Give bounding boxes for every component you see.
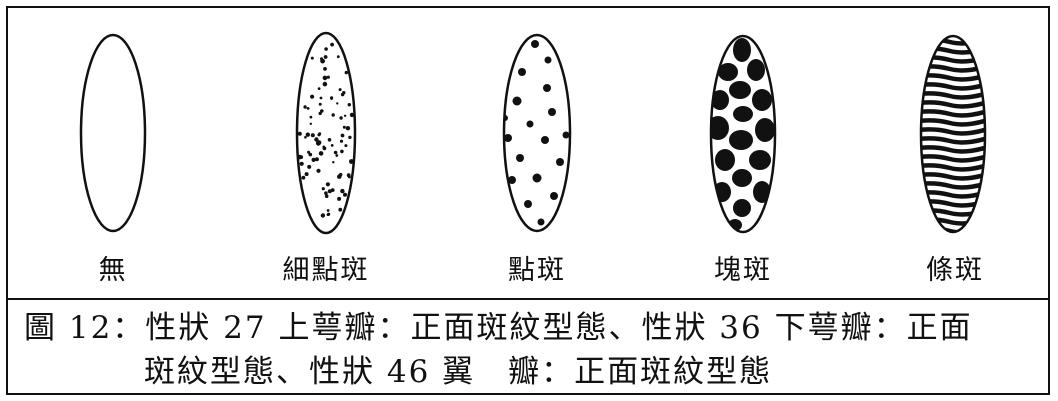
figure-frame — [6, 6, 1050, 395]
caption-divider — [6, 298, 1050, 300]
petal-dots — [502, 33, 572, 233]
petal-stripes — [919, 34, 987, 234]
label-stripes: 條斑 — [926, 255, 984, 286]
label-blotches: 塊斑 — [714, 255, 772, 286]
label-none: 無 — [98, 255, 128, 286]
petal-blotches — [709, 34, 777, 234]
petal-none-outline — [79, 33, 147, 233]
label-fine-dots: 細點斑 — [282, 255, 370, 286]
figure-caption-line-1: 圖 12：性狀 27 上萼瓣：正面斑紋型態、性狀 36 下萼瓣：正面 — [24, 310, 973, 346]
figure-caption-line-2: 斑紋型態、性狀 46 翼 瓣：正面斑紋型態 — [144, 354, 773, 390]
label-dots: 點斑 — [508, 255, 566, 286]
petal-fine-dots — [295, 31, 357, 235]
